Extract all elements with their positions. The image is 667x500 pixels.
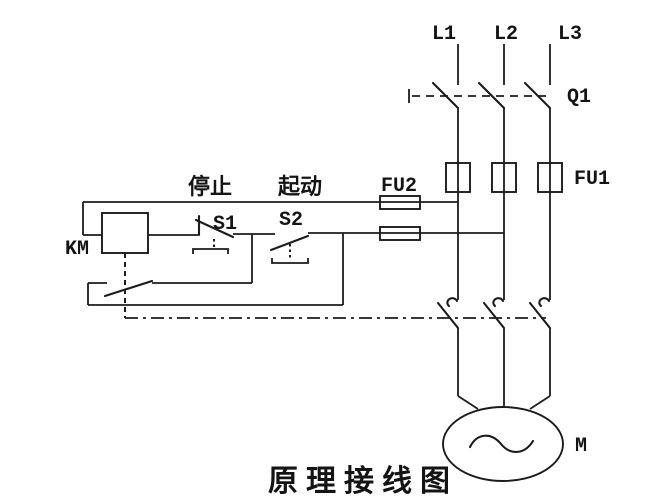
contactor-contact-arc-l1 (446, 297, 459, 308)
motor-sine-wave-icon (468, 434, 535, 453)
label-s2: S2 (279, 209, 303, 232)
s2-actuator-bar (271, 258, 309, 264)
label-fuse-fu2: FU2 (381, 175, 417, 198)
label-fuse-fu1: FU1 (574, 168, 610, 191)
phase-line-l3 (523, 44, 563, 410)
contactor-contact-blade-l2 (482, 301, 506, 330)
s1-blade (194, 218, 235, 239)
fuse-fu1-l2 (491, 162, 517, 193)
label-breaker-q1: Q1 (567, 86, 591, 109)
phase-labels: L1 L2 L3 (432, 23, 582, 46)
fuse-fu1-l3 (537, 162, 563, 193)
label-s1: S1 (213, 213, 237, 236)
contactor-contact-blade-l1 (436, 301, 460, 330)
km-coil (101, 212, 149, 254)
breaker-q1: Q1 (408, 86, 591, 109)
label-motor-m: M (575, 435, 587, 458)
km-aux-contact-blade (103, 279, 154, 298)
contactor-contact-arc-l2 (492, 297, 505, 308)
contactor-contact-blade-l3 (528, 301, 552, 330)
s2-blade (269, 234, 310, 252)
label-start-cn: 起动 (277, 175, 322, 200)
label-stop-cn: 停止 (188, 174, 232, 200)
start-button-s2: S2 起动 (269, 175, 322, 264)
label-phase-l3: L3 (558, 23, 582, 46)
label-phase-l2: L2 (494, 23, 518, 46)
s1-actuator-bar (192, 248, 229, 254)
contactor-contact-arc-l3 (538, 297, 551, 308)
fuse-fu2-top (379, 195, 421, 210)
control-circuit: KM S1 停止 S2 起动 FU2 (65, 174, 504, 318)
motor-circle (442, 406, 564, 482)
km-aux-contact-branch (87, 233, 344, 306)
motor-m: M (442, 406, 587, 482)
label-km: KM (65, 238, 89, 261)
fuse-fu2-bottom (379, 226, 421, 241)
breaker-blade-l2 (477, 81, 506, 110)
diagram-title: 原理接线图 (268, 464, 458, 499)
label-phase-l1: L1 (432, 23, 456, 46)
fuse-fu1-l1 (445, 162, 471, 193)
breaker-blade-l3 (523, 81, 552, 110)
phase-line-l2 (477, 44, 517, 406)
phase-line-l1 (431, 44, 479, 410)
stop-button-s1: S1 停止 (188, 174, 237, 254)
